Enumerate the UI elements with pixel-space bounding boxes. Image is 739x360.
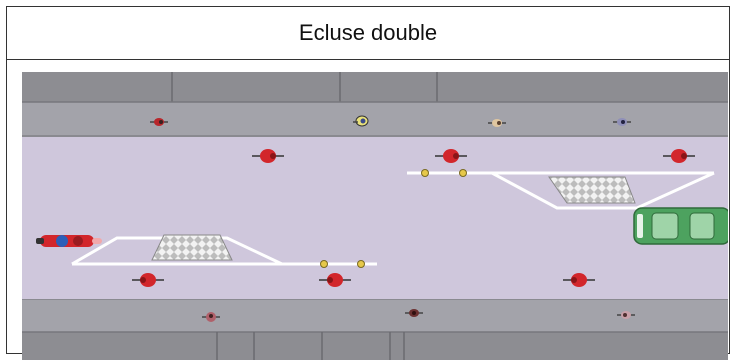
bottom-sidewalk [22, 300, 728, 332]
building-block-bottom [22, 332, 728, 360]
road-diagram [22, 72, 728, 360]
car-icon [633, 207, 728, 245]
upper-traffic-island [407, 169, 715, 210]
diagram-title: Ecluse double [298, 20, 438, 45]
cyclist-icon [319, 273, 351, 287]
hatched-island-icon [151, 234, 233, 261]
top-buildings [22, 72, 728, 102]
island-marking-lower [71, 236, 377, 266]
top-sidewalk [22, 102, 728, 136]
lower-traffic-island [71, 234, 377, 268]
bollard-icon [459, 169, 467, 177]
bollard-icon [421, 169, 429, 177]
bollard-icon [357, 260, 365, 268]
bollard-icon [320, 260, 328, 268]
motorcycle-icon [36, 235, 102, 247]
title-row: Ecluse double [7, 7, 729, 60]
cyclist-icon [435, 149, 467, 163]
pedestrian-icon [405, 309, 423, 317]
hatched-island-icon [548, 176, 636, 204]
cyclist-icon [663, 149, 695, 163]
pedestrian-icon [613, 118, 631, 126]
pedestrian-icon [488, 119, 506, 127]
cyclist-icon [252, 149, 284, 163]
bottom-buildings [22, 331, 728, 360]
cyclist-icon [132, 273, 164, 287]
pedestrian-icon [353, 115, 369, 127]
pedestrian-icon [617, 311, 635, 319]
pedestrian-icon [150, 118, 168, 126]
cyclist-icon [563, 273, 595, 287]
diagram-frame: Ecluse double [6, 6, 730, 360]
road-surface [22, 136, 728, 300]
pedestrian-icon [202, 312, 220, 322]
building-block-top [22, 72, 728, 102]
